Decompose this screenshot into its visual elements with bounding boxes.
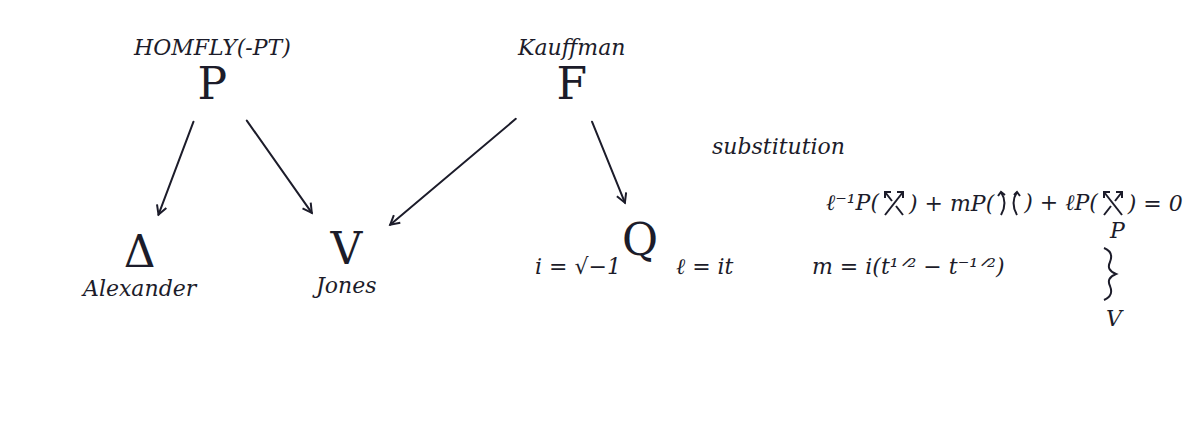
symbol-label: V [1106,306,1122,331]
node-text: Alexander [83,276,196,301]
arrow-connector [390,119,516,225]
node-text: P [134,60,291,108]
definition-label: m = i(t¹ᐟ² − t⁻¹ᐟ²) [812,254,1004,279]
node-text: F [518,60,625,108]
equation-part: ) + ℓP( [1024,190,1098,216]
arrow-connector [159,122,194,215]
smoothing [996,188,1022,218]
text-node: KauffmanF [512,31,631,112]
node-text: V [316,225,377,273]
text-node: Q [616,212,664,268]
negative-crossing [1100,188,1126,218]
note-label: substitution [712,134,845,159]
node-text: Δ [83,228,196,276]
definition-label: ℓ = it [676,254,733,280]
text-node: HOMFLY(-PT)P [128,31,297,112]
node-text: Jones [316,273,377,298]
equation-part: ) = 0 [1128,191,1183,216]
definition-label: i = √−1 [535,254,621,279]
equation-part: ) + mP( [909,191,994,216]
skein-relation: ℓ⁻¹P( ) + mP( ) + ℓP( ) = 0 [826,188,1183,218]
arrow-connector [592,122,625,203]
text-node: VJones [310,221,383,302]
node-heading: Kauffman [518,35,625,60]
arrow-connector [247,121,312,213]
symbol-label: P [1110,218,1125,243]
curly-brace [1104,248,1116,300]
positive-crossing [881,188,907,218]
text-node: ΔAlexander [77,224,202,305]
equation-part: ℓ⁻¹P( [826,190,879,216]
node-text: Q [622,216,658,264]
node-heading: HOMFLY(-PT) [134,35,291,60]
